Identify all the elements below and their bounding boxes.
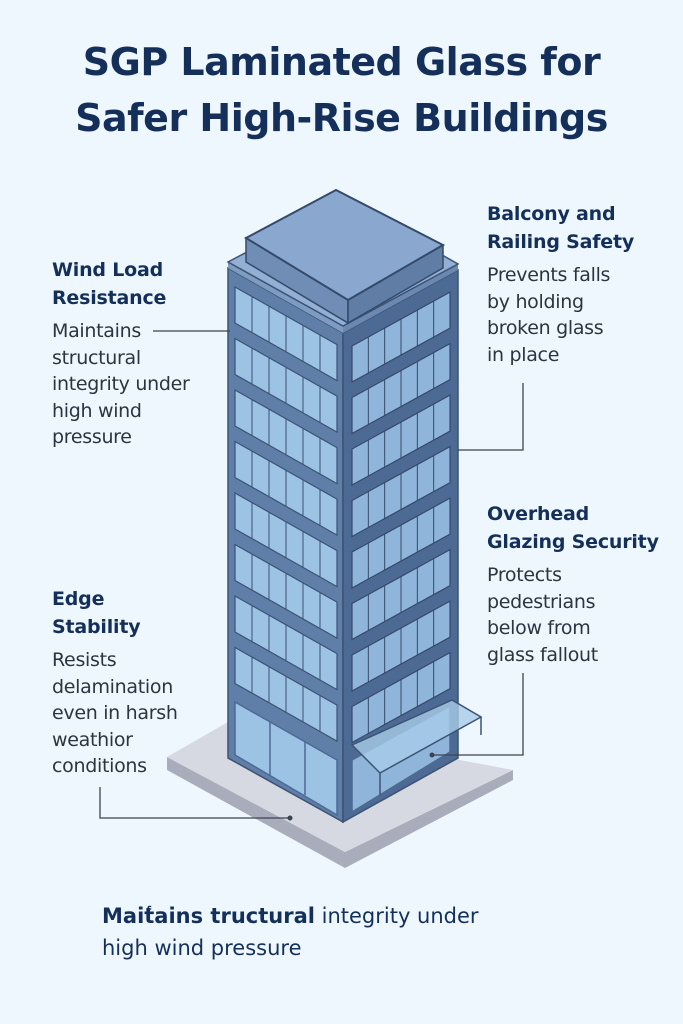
roof-block-top [243, 188, 446, 302]
callout-wind-load: Wind Load Resistance Maintains structura… [52, 256, 222, 451]
balcony-leader-line [458, 383, 524, 451]
footer-bold-text: Maiٔtains tructural [102, 904, 315, 928]
callout-heading: Edge Stability [52, 588, 141, 638]
lobby-glass-left [234, 700, 338, 817]
right-facade-windows [351, 291, 451, 744]
callout-description: Prevents falls by holding broken glass i… [487, 264, 611, 366]
callout-description: Protects pedestrians below from glass fa… [487, 564, 598, 666]
callout-description: Maintains structural integrity under hig… [52, 320, 190, 448]
edge-leader-line [99, 787, 290, 819]
title-line-2: Safer High-Rise Buildings [75, 96, 608, 140]
callout-heading: Balcony and Railing Safety [487, 203, 635, 253]
overhead-leader-line [432, 673, 524, 756]
ground-platform-side [167, 757, 513, 868]
callout-heading: Overhead Glazing Security [487, 503, 659, 553]
callout-description: Resists delamination even in harsh weath… [52, 649, 178, 777]
callout-overhead-glazing: Overhead Glazing Security Protects pedes… [487, 500, 677, 668]
callout-heading: Wind Load Resistance [52, 259, 167, 309]
footer-regular-text: integrity under high wind pressure [102, 904, 479, 960]
page-title: SGP Laminated Glass for Safer High-Rise … [0, 34, 683, 146]
title-line-1: SGP Laminated Glass for [82, 40, 601, 84]
callout-edge-stability: Edge Stability Resists delamination even… [52, 585, 222, 780]
roof-parapet-left [228, 262, 343, 333]
left-facade-windows [234, 285, 338, 743]
footer-caption: Maiٔtains tructural integrity under high… [102, 900, 622, 964]
callout-balcony-safety: Balcony and Railing Safety Prevents fall… [487, 200, 677, 368]
roof-parapet-right [343, 264, 458, 333]
